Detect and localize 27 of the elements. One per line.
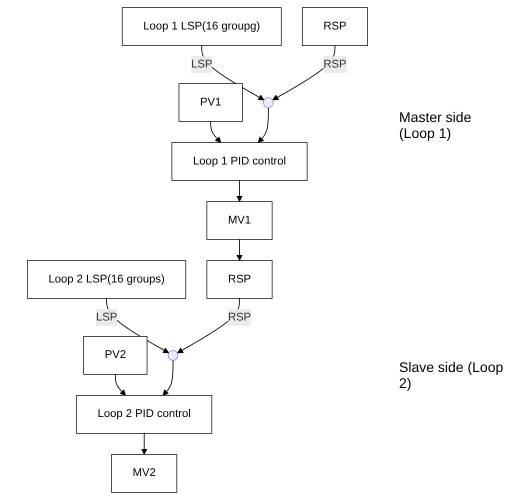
- arrow: [177, 298, 240, 354]
- side-label: Slave side (Loop 2): [398, 358, 504, 393]
- arrow: [272, 45, 336, 100]
- node-box: MV1: [206, 201, 272, 240]
- node-box: MV2: [111, 454, 178, 493]
- node-switch: [168, 350, 178, 361]
- node-box: Loop 1 LSP(16 groupg): [122, 7, 282, 46]
- node-box: PV2: [83, 336, 148, 375]
- edge-label: RSP: [323, 58, 347, 70]
- node-box: RSP: [206, 260, 272, 299]
- arrow: [236, 180, 243, 202]
- arrow: [258, 106, 269, 143]
- arrow: [210, 121, 222, 143]
- edge-label: LSP: [191, 58, 212, 70]
- edge-label: RSP: [228, 311, 252, 324]
- side-label: Master side (Loop 1): [398, 108, 472, 143]
- node-box: PV1: [178, 83, 243, 122]
- node-box: Loop 2 LSP(16 groups): [27, 260, 186, 299]
- arrow: [141, 432, 148, 455]
- node-box: Loop 2 PID control: [76, 395, 212, 434]
- arrow: [114, 374, 126, 396]
- edge-label: LSP: [96, 311, 118, 324]
- node-box: RSP: [302, 7, 368, 46]
- node-switch: [263, 97, 274, 108]
- arrow: [236, 239, 243, 261]
- arrow: [162, 360, 174, 396]
- node-box: Loop 1 PID control: [172, 142, 308, 181]
